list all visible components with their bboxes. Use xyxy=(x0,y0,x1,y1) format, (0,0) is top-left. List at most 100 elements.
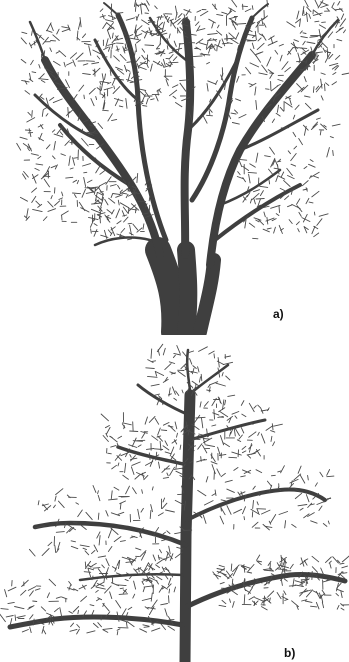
twig-stroke xyxy=(210,99,211,102)
twig-stroke xyxy=(198,490,206,495)
twig-stroke xyxy=(67,62,73,65)
twig-stroke xyxy=(126,622,127,627)
twig-stroke xyxy=(93,122,96,123)
twig-stroke xyxy=(98,623,102,627)
twig-stroke xyxy=(116,209,120,218)
twig-stroke xyxy=(73,158,75,166)
twig-stroke xyxy=(327,476,334,477)
twig-stroke xyxy=(315,54,316,59)
twig-stroke xyxy=(109,499,118,500)
twig-stroke xyxy=(262,510,271,514)
twig-stroke xyxy=(51,196,52,199)
twig-stroke xyxy=(298,229,300,232)
twig-stroke xyxy=(311,606,317,607)
twig-stroke xyxy=(342,73,349,75)
twig-stroke xyxy=(52,130,54,132)
twig-stroke xyxy=(44,51,45,55)
twig-stroke xyxy=(312,191,319,197)
twig-stroke xyxy=(199,43,207,45)
twig-stroke xyxy=(266,89,270,90)
twig-stroke xyxy=(242,414,246,417)
twig-stroke xyxy=(30,627,32,633)
twig-stroke xyxy=(142,55,145,59)
twig-stroke xyxy=(252,6,253,10)
twig-stroke xyxy=(271,436,272,441)
twig-stroke xyxy=(153,61,162,66)
twig-stroke xyxy=(129,205,136,211)
twig-stroke xyxy=(142,49,145,53)
twig-stroke xyxy=(300,589,307,596)
twig-stroke xyxy=(83,164,91,166)
twig-stroke xyxy=(260,191,263,196)
twig-stroke xyxy=(239,115,246,118)
twig-stroke xyxy=(27,209,29,217)
twig-stroke xyxy=(317,219,322,226)
twig-stroke xyxy=(343,573,347,574)
twig-stroke xyxy=(255,87,256,95)
twig-stroke xyxy=(257,555,260,560)
twig-stroke xyxy=(86,61,94,62)
twig-stroke xyxy=(89,46,91,56)
twig-stroke xyxy=(253,500,254,508)
twig-stroke xyxy=(241,428,244,433)
twig-stroke xyxy=(272,424,273,430)
twig-stroke xyxy=(264,23,266,27)
twig-stroke xyxy=(304,77,306,82)
twig-stroke xyxy=(203,515,206,523)
twig-stroke xyxy=(217,14,223,15)
twig-stroke xyxy=(236,33,239,39)
twig-stroke xyxy=(22,32,27,33)
twig-stroke xyxy=(62,597,68,599)
twig-stroke xyxy=(203,445,207,453)
twig-stroke xyxy=(317,118,321,119)
twig-stroke xyxy=(328,32,333,38)
twig-stroke xyxy=(168,578,171,585)
twig-stroke xyxy=(98,569,104,577)
twig-stroke xyxy=(32,72,36,73)
twig-stroke xyxy=(152,436,158,441)
twig-stroke xyxy=(29,549,35,556)
twig-stroke xyxy=(234,509,242,513)
twig-stroke xyxy=(81,596,87,601)
twig-stroke xyxy=(82,139,89,147)
twig-stroke xyxy=(10,619,12,625)
twig-stroke xyxy=(79,85,84,91)
twig-stroke xyxy=(231,590,237,594)
twig-stroke xyxy=(128,607,132,609)
twig-stroke xyxy=(342,556,349,562)
twig-stroke xyxy=(278,471,281,472)
twig-stroke xyxy=(161,430,167,431)
twig-stroke xyxy=(231,0,237,7)
twig-stroke xyxy=(254,218,261,220)
twig-stroke xyxy=(262,607,268,610)
twig-stroke xyxy=(232,412,239,415)
twig-stroke xyxy=(42,110,43,116)
twig-stroke xyxy=(249,84,252,85)
twig-stroke xyxy=(62,29,70,32)
twig-stroke xyxy=(224,443,230,447)
twig-stroke xyxy=(315,21,319,22)
twig-stroke xyxy=(137,40,141,43)
twig-stroke xyxy=(41,97,44,99)
twig-stroke xyxy=(173,85,178,88)
twig-stroke xyxy=(124,217,128,222)
twig-stroke xyxy=(43,630,45,634)
twig-stroke xyxy=(165,77,169,80)
twig-stroke xyxy=(315,0,319,6)
twig-stroke xyxy=(201,457,202,462)
twig-stroke xyxy=(208,33,218,34)
twig-stroke xyxy=(93,623,98,627)
twig-stroke xyxy=(308,503,312,507)
twig-stroke xyxy=(237,76,239,82)
twig-stroke xyxy=(242,6,247,7)
twig-stroke xyxy=(257,502,258,505)
twig-stroke xyxy=(241,492,242,495)
twig-stroke xyxy=(243,507,246,514)
twig-stroke xyxy=(42,549,49,556)
twig-stroke xyxy=(22,580,29,586)
twig-stroke xyxy=(151,349,152,358)
twig-stroke xyxy=(48,209,56,212)
twig-stroke xyxy=(341,14,344,20)
twig-stroke xyxy=(247,34,256,36)
twig-stroke xyxy=(50,97,54,100)
